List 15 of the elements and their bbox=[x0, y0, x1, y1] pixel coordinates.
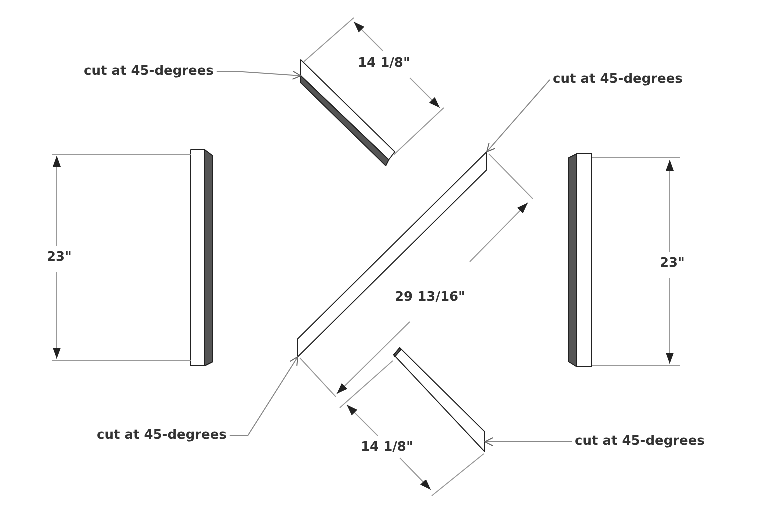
dimension-label: 14 1/8" bbox=[358, 56, 410, 72]
cut-note: cut at 45-degrees bbox=[575, 434, 705, 450]
dimension-label: 14 1/8" bbox=[361, 440, 414, 456]
dimension-label: 29 13/16" bbox=[395, 290, 466, 306]
board-piece bbox=[190, 149, 214, 368]
cut-note: cut at 45-degrees bbox=[84, 64, 214, 80]
leader-line bbox=[216, 70, 302, 80]
leader-line bbox=[486, 80, 550, 152]
leader-line bbox=[484, 438, 572, 446]
dimension-label: 23" bbox=[660, 256, 685, 272]
cut-note: cut at 45-degrees bbox=[97, 428, 227, 444]
leader-line bbox=[229, 356, 298, 436]
board-piece bbox=[568, 152, 594, 369]
cut-note: cut at 45-degrees bbox=[553, 72, 683, 88]
dimension-label: 23" bbox=[47, 250, 72, 266]
